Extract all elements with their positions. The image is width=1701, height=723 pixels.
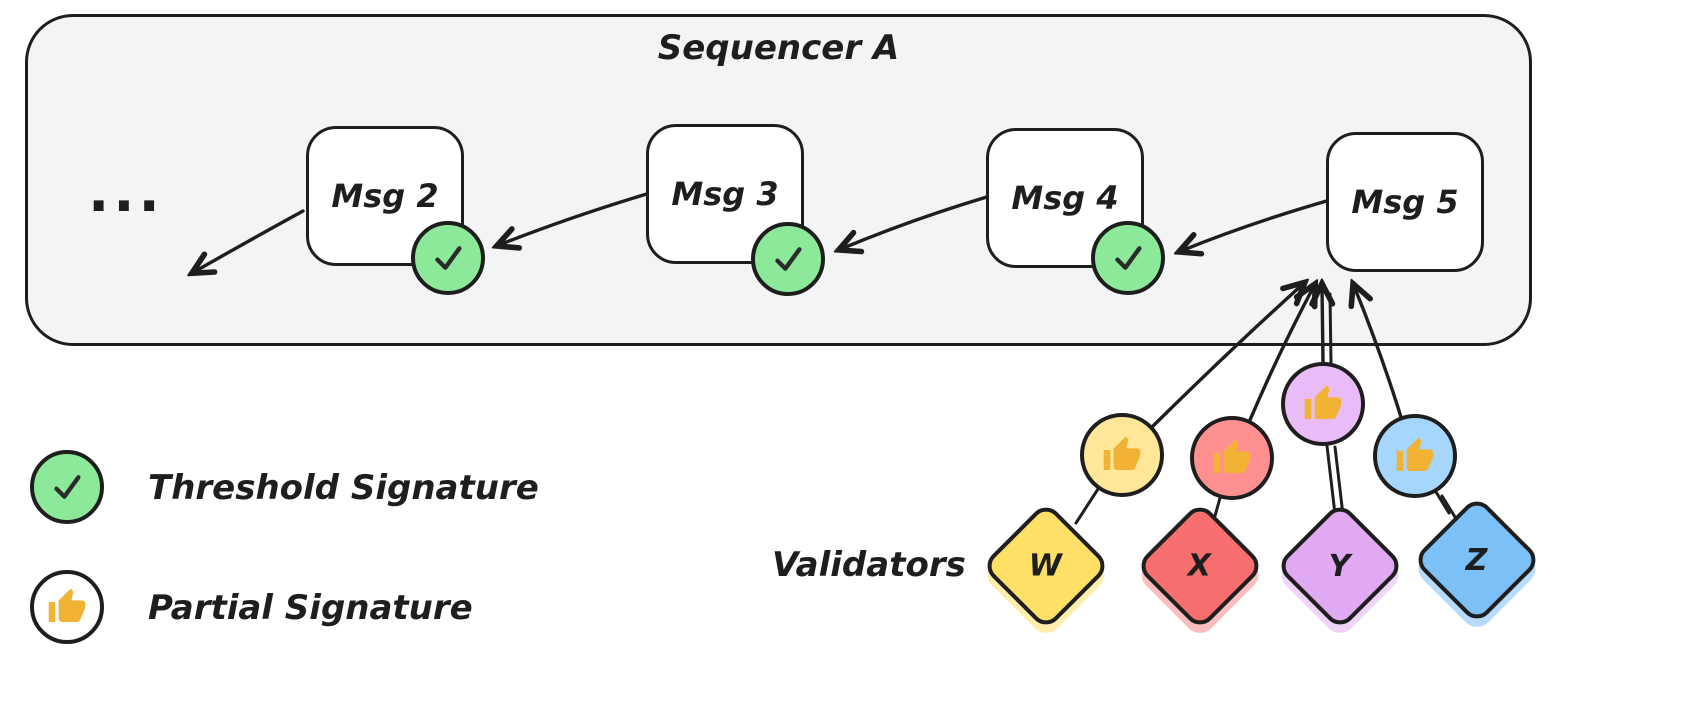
legend-threshold-signature-badge (30, 450, 104, 524)
msg-label: Msg 2 (331, 177, 439, 215)
ellipsis-label: ... (88, 160, 164, 225)
partial-signature-badge-y (1281, 362, 1365, 446)
thumbs-up-icon (1102, 435, 1142, 475)
thumbs-up-icon (1303, 384, 1343, 424)
validator-name: Z (1466, 542, 1488, 578)
checkmark-icon (46, 466, 88, 508)
validator-diamond-z: Z (1411, 494, 1543, 626)
validator-name: Y (1329, 548, 1351, 584)
legend-threshold-label: Threshold Signature (148, 468, 539, 508)
validator-diamond-x: X (1134, 500, 1266, 632)
threshold-signature-badge-msg2 (411, 221, 485, 295)
checkmark-icon (427, 237, 469, 279)
stem-validator-x (1213, 496, 1222, 518)
partial-signature-badge-x (1190, 416, 1274, 500)
validators-label: Validators (772, 545, 966, 585)
threshold-signature-badge-msg3 (751, 222, 825, 296)
sequencer-title: Sequencer A (657, 28, 900, 68)
legend-partial-label: Partial Signature (148, 588, 473, 628)
stem-validator-y (1325, 444, 1337, 516)
validator-name: X (1188, 548, 1212, 584)
thumbs-up-icon (1212, 438, 1252, 478)
stem-validator-y2 (1333, 445, 1345, 517)
msg-label: Msg 5 (1351, 183, 1459, 221)
thumbs-up-icon (47, 587, 87, 627)
partial-signature-badge-z (1373, 414, 1457, 498)
legend-partial-signature-badge (30, 570, 104, 644)
msg-box-2: Msg 2 (306, 126, 464, 266)
msg-label: Msg 4 (1011, 179, 1119, 217)
stem-validator-z2 (1440, 494, 1457, 519)
msg-box-5: Msg 5 (1326, 132, 1484, 272)
checkmark-icon (1107, 237, 1149, 279)
msg-label: Msg 3 (671, 175, 779, 213)
checkmark-icon (767, 238, 809, 280)
validator-name: W (1029, 548, 1063, 584)
thumbs-up-icon (1395, 436, 1435, 476)
stem-validator-z (1434, 490, 1451, 515)
validator-diamond-w: W (980, 500, 1112, 632)
threshold-signature-badge-msg4 (1091, 221, 1165, 295)
partial-signature-badge-w (1080, 413, 1164, 497)
validator-diamond-y: Y (1274, 500, 1406, 632)
stem-validator-w (1074, 487, 1100, 525)
